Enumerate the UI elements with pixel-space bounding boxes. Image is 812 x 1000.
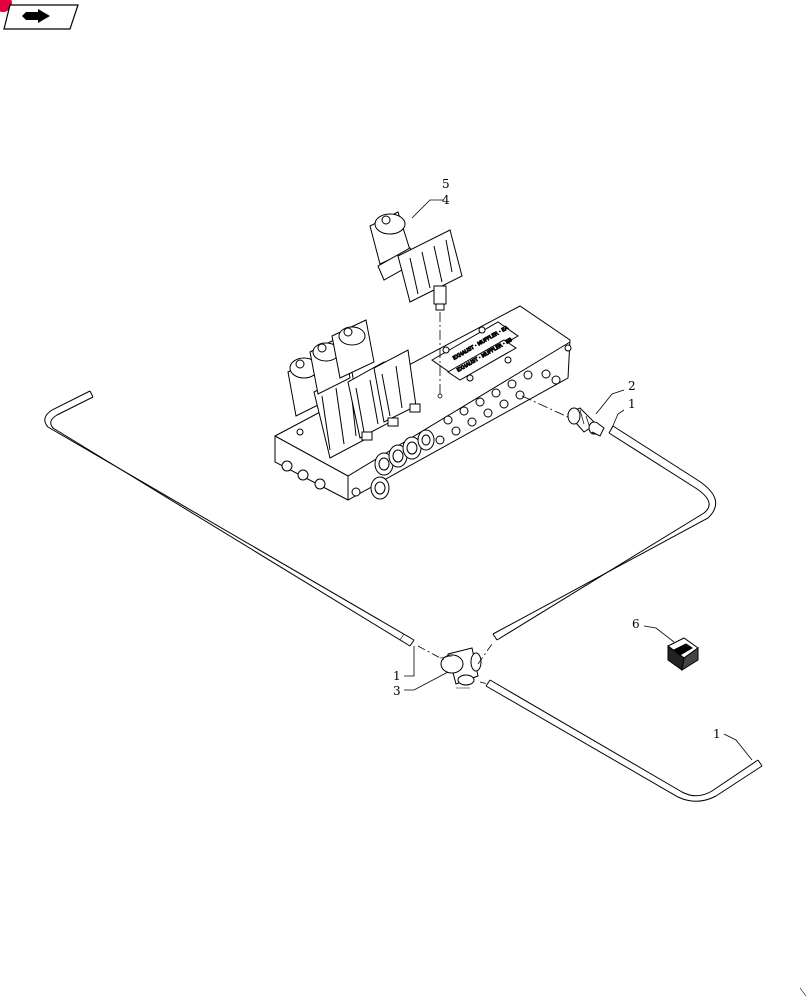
callout-6: 6	[632, 617, 640, 631]
callout-3: 3	[393, 684, 401, 698]
corner-mark	[799, 987, 807, 997]
tube-left[interactable]	[44, 390, 415, 647]
next-page-button[interactable]	[0, 0, 80, 32]
callout-1-left: 1	[393, 669, 401, 683]
callout-1-bottom: 1	[713, 727, 721, 741]
callout-2: 2	[628, 379, 636, 393]
valve-manifold[interactable]: EXHAUST · MUFFLER · EA EXHAUST · MUFFLER…	[274, 305, 572, 501]
callout-1-right: 1	[628, 397, 636, 411]
mounted-solenoid-valves[interactable]	[287, 319, 421, 459]
elbow-fitting[interactable]	[567, 407, 605, 437]
arrow-right-icon	[22, 9, 50, 23]
leader-lines	[404, 199, 753, 761]
exploded-solenoid-valve[interactable]	[369, 211, 463, 311]
tube-right[interactable]	[492, 425, 717, 641]
callout-5: 5	[442, 177, 450, 191]
callout-4: 4	[442, 193, 450, 207]
rocker-switch[interactable]	[667, 637, 699, 672]
tee-fitting[interactable]	[439, 647, 482, 689]
tube-bottom[interactable]	[485, 679, 763, 802]
